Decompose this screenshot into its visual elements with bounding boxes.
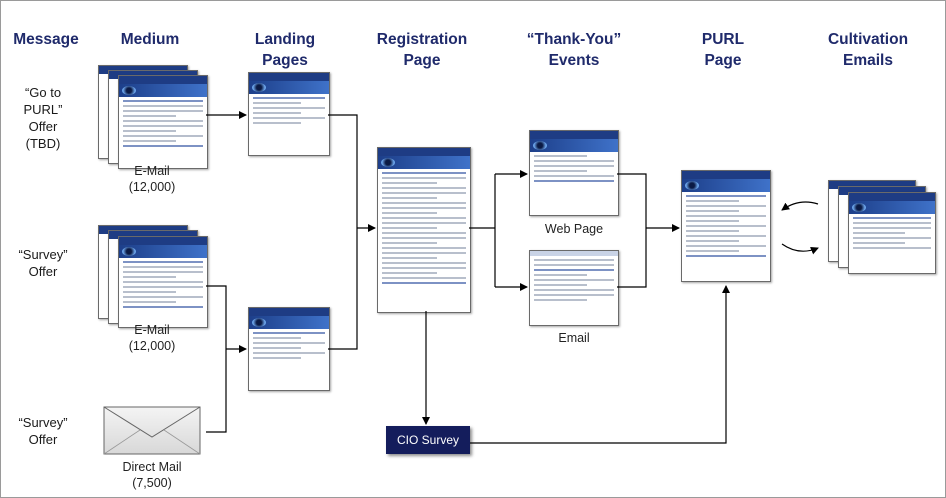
thankyou-email-thumbnail <box>529 250 619 326</box>
email-thumbnail-front <box>118 236 208 328</box>
cio-survey-label: CIO Survey <box>396 433 459 447</box>
email-event-label: Email <box>530 330 618 346</box>
email-1-name: E-Mail <box>134 164 170 178</box>
header-registration-line1: Registration <box>376 31 468 48</box>
header-cultivation-line2: Emails <box>843 52 893 69</box>
registration-page-thumbnail <box>377 147 471 313</box>
header-thankyou-events: “Thank-You” Events <box>520 29 628 71</box>
header-cultivation-emails: Cultivation Emails <box>816 29 920 71</box>
message-goto-line4: (TBD) <box>25 136 61 151</box>
header-message-text: Message <box>13 31 79 48</box>
message-survey-2: “Survey” Offer <box>8 414 78 448</box>
message-goto-line1: “Go to <box>24 85 62 100</box>
direct-mail-name: Direct Mail <box>122 460 182 474</box>
message-survey1-line1: “Survey” <box>18 247 68 262</box>
web-page-label: Web Page <box>530 221 618 237</box>
header-cultivation-line1: Cultivation <box>827 31 909 48</box>
message-survey2-line1: “Survey” <box>18 415 68 430</box>
email-thumbnail-front <box>118 75 208 169</box>
header-medium-text: Medium <box>120 31 180 48</box>
thankyou-web-page-thumbnail <box>529 130 619 216</box>
header-message: Message <box>10 29 82 50</box>
email-2-label: E-Mail (12,000) <box>112 322 192 354</box>
landing-page-thumbnail-2 <box>248 307 330 391</box>
header-landing-line2: Pages <box>262 52 308 69</box>
web-page-text: Web Page <box>544 222 604 236</box>
message-goto-line3: Offer <box>28 119 58 134</box>
header-landing-line1: Landing <box>254 31 316 48</box>
message-survey2-line2: Offer <box>28 432 58 447</box>
header-registration-page: Registration Page <box>370 29 474 71</box>
message-goto-purl: “Go to PURL” Offer (TBD) <box>8 84 78 152</box>
email-event-text: Email <box>558 331 590 345</box>
message-survey-1: “Survey” Offer <box>8 246 78 280</box>
header-thankyou-line1: “Thank-You” <box>526 31 622 48</box>
header-purl-line1: PURL <box>701 31 745 48</box>
cio-survey-box: CIO Survey <box>386 426 470 454</box>
header-landing-pages: Landing Pages <box>240 29 330 71</box>
direct-mail-count: (7,500) <box>132 476 172 490</box>
header-registration-line2: Page <box>403 52 441 69</box>
email-1-label: E-Mail (12,000) <box>112 163 192 195</box>
landing-page-thumbnail-1 <box>248 72 330 156</box>
email-1-count: (12,000) <box>128 180 176 194</box>
header-thankyou-line2: Events <box>548 52 600 69</box>
email-2-name: E-Mail <box>134 323 170 337</box>
message-goto-line2: PURL” <box>23 102 63 117</box>
purl-page-thumbnail <box>681 170 771 282</box>
header-purl-page: PURL Page <box>682 29 764 71</box>
message-survey1-line2: Offer <box>28 264 58 279</box>
header-medium: Medium <box>110 29 190 50</box>
email-2-count: (12,000) <box>128 339 176 353</box>
header-purl-line2: Page <box>704 52 742 69</box>
cultivation-email-thumbnail-front <box>848 192 936 274</box>
direct-mail-label: Direct Mail (7,500) <box>107 459 197 491</box>
